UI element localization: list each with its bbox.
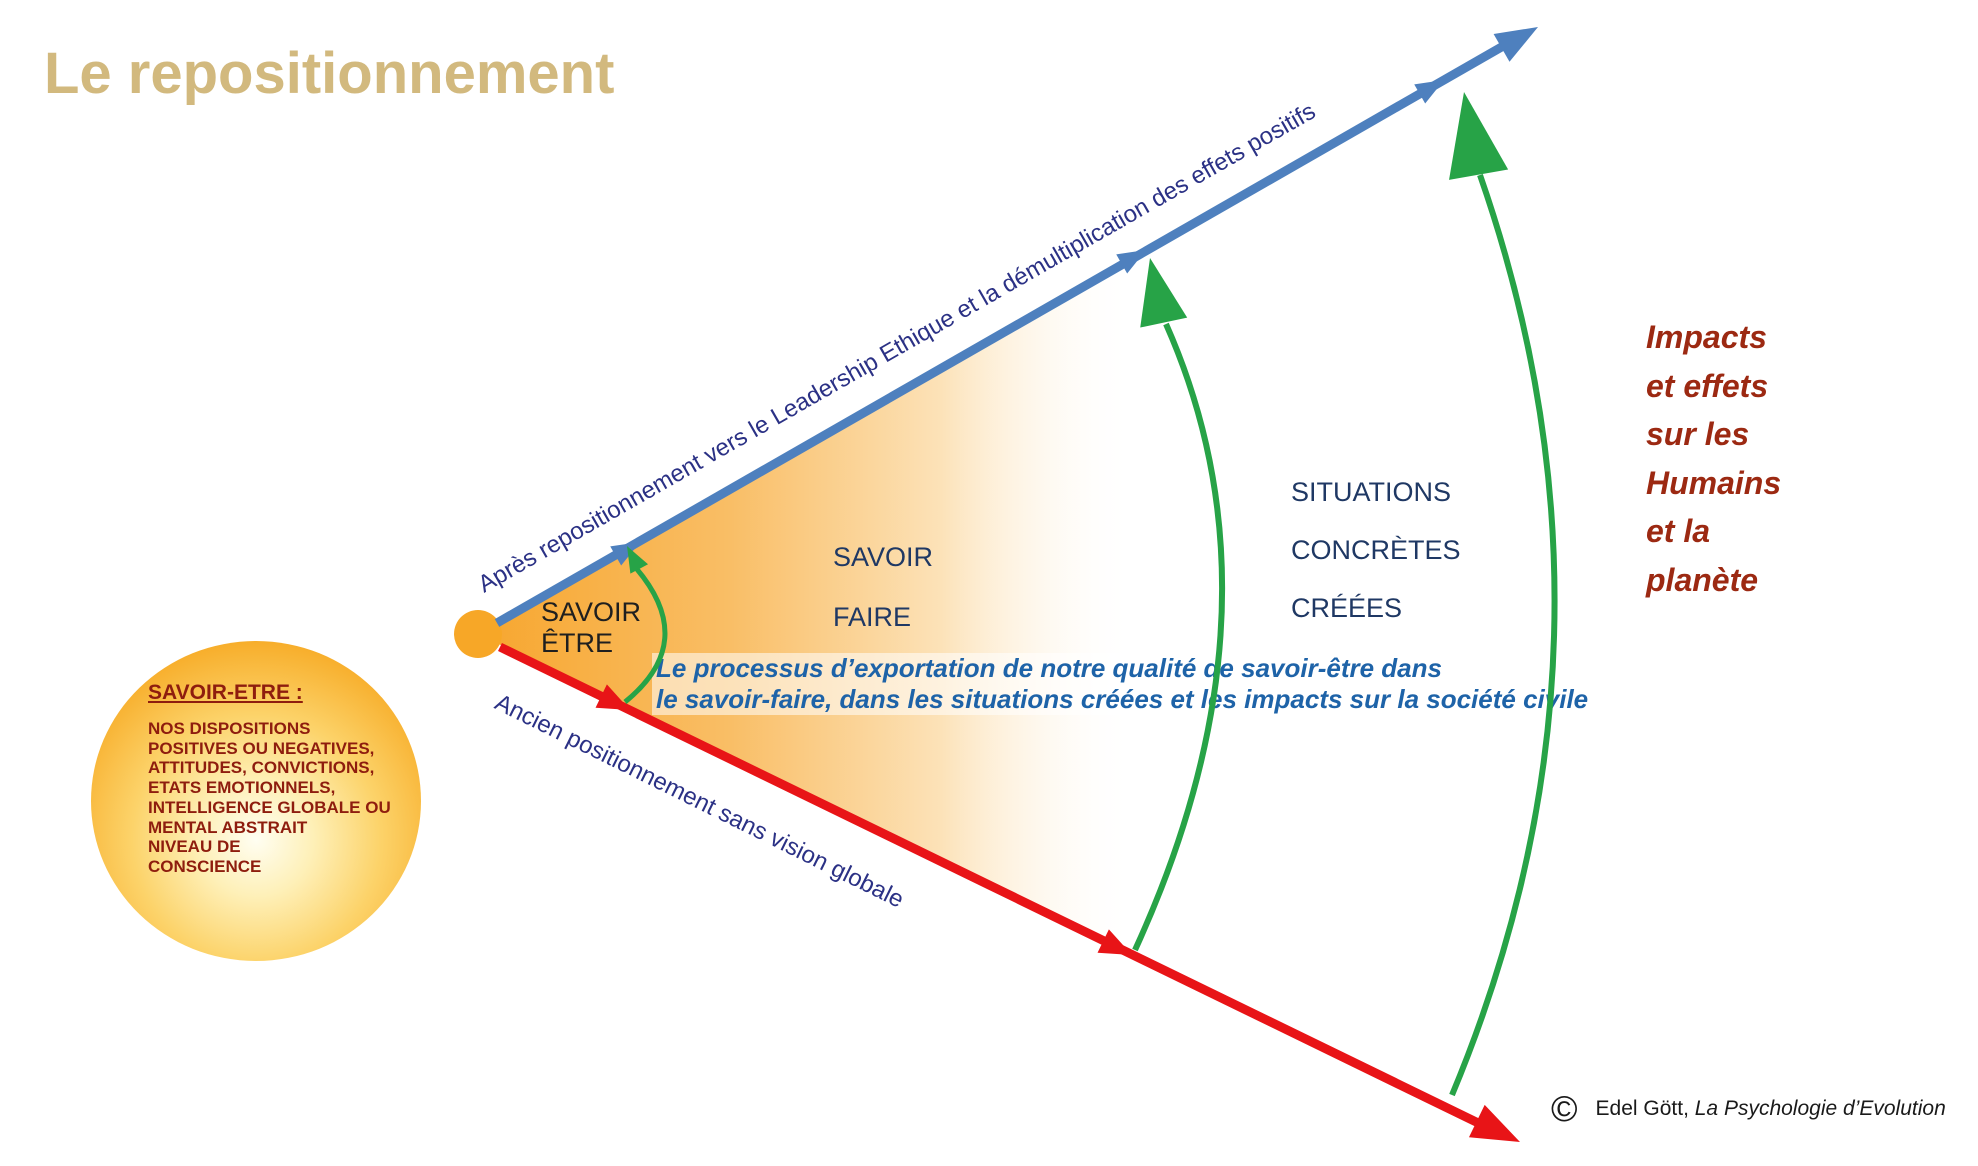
bubble-list-item: NIVEAU DE	[148, 837, 241, 857]
impacts-line: Impacts	[1646, 319, 1767, 355]
copyright-icon: ©	[1551, 1088, 1578, 1129]
stage-situations-line1: SITUATIONS	[1291, 477, 1452, 507]
impacts-line: et effets	[1646, 367, 1769, 404]
stage-savoir-faire-line1: SAVOIR	[833, 542, 934, 572]
stage-situations-line2: CONCRÈTES	[1291, 535, 1461, 565]
impacts-note: Impacts et effets sur les Humains et la …	[1646, 313, 1781, 604]
stage-situations-line3: CRÉÉES	[1291, 593, 1403, 623]
stage-savoir-etre-line1: SAVOIR	[541, 597, 642, 627]
savoir-etre-definition-bubble: SAVOIR-ETRE : NOS DISPOSITIONS POSITIVES…	[91, 641, 421, 961]
impacts-line: planète	[1646, 561, 1759, 598]
process-note: Le processus d’exportation de notre qual…	[652, 653, 1593, 715]
bubble-list: NOS DISPOSITIONS POSITIVES OU NEGATIVES,…	[148, 719, 391, 877]
process-note-line1: Le processus d’exportation de notre qual…	[652, 653, 1446, 684]
stage-savoir-faire-line2: FAIRE	[833, 602, 912, 632]
stage-savoir-etre-line2: ÊTRE	[541, 628, 614, 658]
impacts-line: et la	[1646, 513, 1711, 549]
bubble-list-item: NOS DISPOSITIONS	[148, 719, 311, 738]
top-axis-label: Après repositionnement vers le Leadershi…	[473, 97, 1321, 599]
bubble-list-item: INTELLIGENCE GLOBALE OU	[148, 797, 391, 817]
stage-situations-label: SITUATIONS CONCRÈTES CRÉÉES	[1291, 463, 1461, 637]
stage-savoir-faire-label: SAVOIR FAIRE	[833, 527, 933, 647]
bubble-list-item: ETATS EMOTIONNELS,	[148, 778, 336, 798]
credit-work-title: La Psychologie d’Evolution	[1694, 1097, 1946, 1120]
bubble-list-item: ATTITUDES, CONVICTIONS,	[148, 758, 375, 778]
bubble-list-item: MENTAL ABSTRAIT	[148, 817, 308, 837]
credit-author: Edel Gött,	[1595, 1097, 1695, 1120]
credit-line: © Edel Gött, La Psychologie d’Evolution	[1551, 1088, 1946, 1130]
impacts-line: sur les	[1646, 416, 1750, 452]
bubble-heading: SAVOIR-ETRE :	[148, 681, 303, 704]
process-note-line2: le savoir-faire, dans les situations cré…	[652, 684, 1593, 715]
impacts-line: Humains	[1646, 464, 1782, 501]
bubble-list-item: POSITIVES OU NEGATIVES,	[148, 738, 375, 758]
bubble-list-item: CONSCIENCE	[148, 856, 262, 876]
bottom-axis-label: Ancien positionnement sans vision global…	[490, 688, 909, 914]
page-title: Le repositionnement	[44, 41, 615, 106]
stage-savoir-etre-label: SAVOIR ÊTRE	[541, 597, 641, 659]
